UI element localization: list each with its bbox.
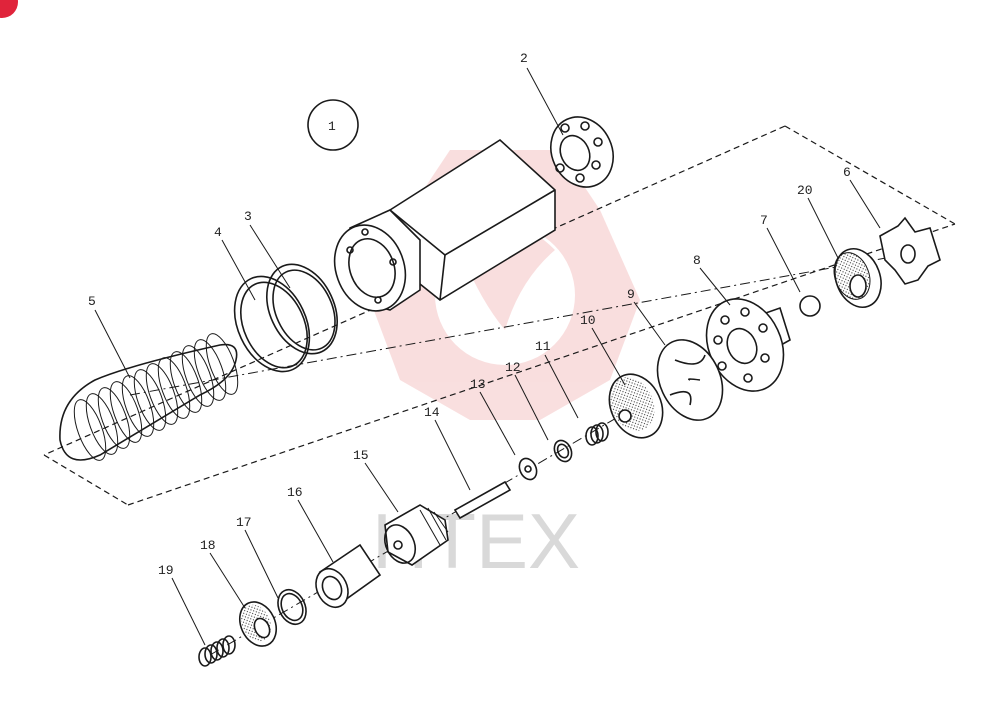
label-part-14: 14 — [424, 405, 440, 420]
label-part-12: 12 — [505, 360, 521, 375]
part-17-o-ring — [277, 588, 307, 626]
part-10-dotted-disc — [608, 373, 664, 439]
label-part-5: 5 — [88, 294, 96, 309]
label-part-10: 10 — [580, 313, 596, 328]
label-part-4: 4 — [214, 225, 222, 240]
part-8-valve-seat — [705, 298, 791, 392]
label-part-13: 13 — [470, 377, 486, 392]
part-16-sleeve — [315, 543, 382, 609]
part-7-ball — [799, 295, 821, 317]
label-part-17: 17 — [236, 515, 252, 530]
part-5-spring — [59, 333, 239, 461]
assembly-callout-label: 1 — [328, 119, 336, 134]
label-part-15: 15 — [353, 448, 369, 463]
leader-lines — [94, 67, 881, 646]
part-12-small-ring — [553, 439, 573, 463]
label-part-16: 16 — [287, 485, 303, 500]
label-part-6: 6 — [843, 165, 851, 180]
part-15-hex-plug — [383, 504, 449, 566]
label-part-7: 7 — [760, 213, 768, 228]
part-labels: 2 3 4 5 6 7 8 9 10 11 12 13 14 15 16 17 … — [88, 51, 851, 578]
part-13-small-washer — [518, 457, 538, 481]
part-6-cross-plate — [879, 216, 941, 285]
part-2-ported-disc — [550, 116, 614, 188]
part-11-small-spring — [585, 422, 609, 446]
label-part-18: 18 — [200, 538, 216, 553]
part-18-dotted-washer — [238, 601, 278, 647]
valve-body-housing — [333, 138, 556, 312]
part-14-pin — [453, 480, 512, 520]
label-part-2: 2 — [520, 51, 528, 66]
axis-line-upper — [129, 249, 931, 396]
part-20-domed-washer — [833, 248, 882, 308]
part-9-vane-disc — [656, 339, 724, 421]
label-part-8: 8 — [693, 253, 701, 268]
assembly-callout: 1 — [307, 99, 359, 151]
part-3-snap-ring — [266, 263, 338, 355]
label-part-9: 9 — [627, 287, 635, 302]
part-19-small-spring — [198, 635, 236, 667]
label-part-3: 3 — [244, 209, 252, 224]
label-part-11: 11 — [535, 339, 551, 354]
label-part-19: 19 — [158, 563, 174, 578]
label-part-20: 20 — [797, 183, 813, 198]
part-4-o-ring — [233, 275, 311, 373]
corner-logo-icon — [0, 0, 18, 18]
